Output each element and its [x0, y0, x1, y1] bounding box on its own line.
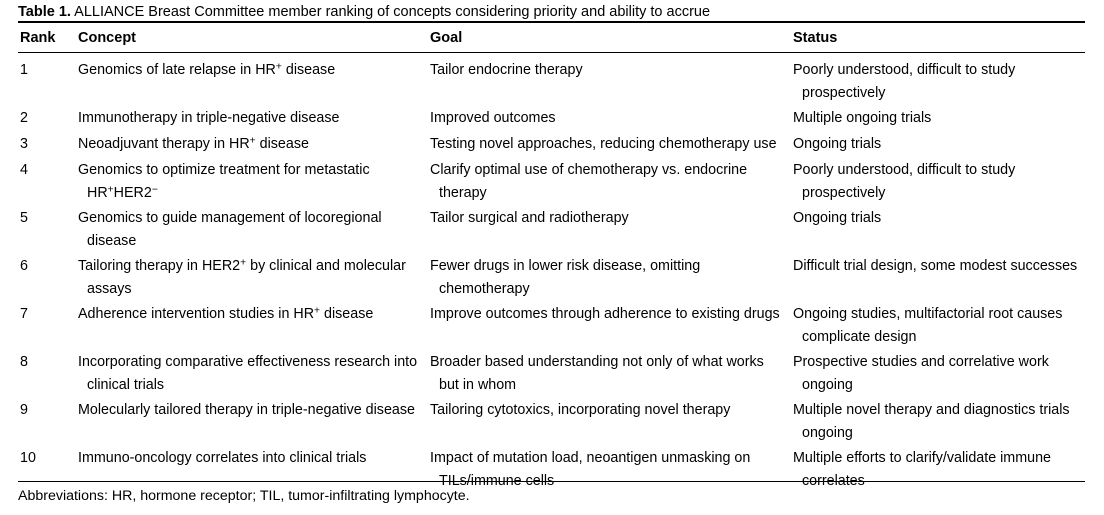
- cell-concept: Immunotherapy in triple-negative disease: [78, 110, 340, 126]
- column-header-concept: Concept: [78, 30, 136, 46]
- cell-status: Multiple novel therapy and diagnostics t…: [793, 402, 1070, 441]
- cell-status: Ongoing trials: [793, 210, 882, 226]
- table-row: 2 Immunotherapy in triple-negative diseas…: [0, 107, 1104, 132]
- cell-status: Prospective studies and correlative work…: [793, 354, 1049, 393]
- table-row: 7 Adherence intervention studies in HR+ d…: [0, 303, 1104, 350]
- cell-goal: Impact of mutation load, neoantigen unma…: [430, 450, 751, 489]
- cell-status: Ongoing studies, multifactorial root cau…: [793, 306, 1063, 345]
- table-row: 8 Incorporating comparative effectiveness…: [0, 351, 1104, 398]
- cell-concept: Genomics to guide management of locoregi…: [78, 210, 382, 249]
- table-footnote: Abbreviations: HR, hormone receptor; TIL…: [18, 488, 470, 504]
- cell-status: Poorly understood, difficult to study pr…: [793, 62, 1016, 101]
- table-caption-label: Table 1.: [18, 4, 71, 20]
- column-header-goal: Goal: [430, 30, 463, 46]
- table-row: 9 Molecularly tailored therapy in triple-…: [0, 399, 1104, 446]
- cell-rank: 2: [20, 110, 28, 126]
- cell-rank: 1: [20, 62, 28, 78]
- column-header-rank: Rank: [20, 30, 56, 46]
- cell-concept: Immuno-oncology correlates into clinical…: [78, 450, 367, 466]
- cell-concept: Genomics of late relapse in HR+ disease: [78, 61, 336, 78]
- cell-goal: Testing novel approaches, reducing chemo…: [430, 136, 777, 152]
- table-row: 6 Tailoring therapy in HER2+ by clinical …: [0, 255, 1104, 302]
- table-row: 10 Immuno-oncology correlates into clinic…: [0, 447, 1104, 494]
- cell-goal: Tailor surgical and radiotherapy: [430, 210, 629, 226]
- table-row: 1 Genomics of late relapse in HR+ disease…: [0, 59, 1104, 106]
- cell-status: Ongoing trials: [793, 136, 882, 152]
- rule-bottom: [18, 481, 1085, 483]
- cell-goal: Tailoring cytotoxics, incorporating nove…: [430, 402, 731, 418]
- cell-concept: Adherence intervention studies in HR+ di…: [78, 305, 374, 322]
- cell-rank: 8: [20, 354, 28, 370]
- cell-goal: Improve outcomes through adherence to ex…: [430, 306, 780, 322]
- cell-concept: Molecularly tailored therapy in triple-n…: [78, 402, 415, 418]
- cell-concept: Tailoring therapy in HER2+ by clinical a…: [78, 257, 406, 297]
- table-row: 5 Genomics to guide management of locoreg…: [0, 207, 1104, 254]
- cell-status: Multiple efforts to clarify/validate imm…: [793, 450, 1051, 489]
- cell-goal: Clarify optimal use of chemotherapy vs. …: [430, 162, 748, 201]
- cell-status: Multiple ongoing trials: [793, 110, 932, 126]
- rule-header: [18, 52, 1085, 54]
- table-header-row: Rank Concept Goal Status: [0, 30, 1104, 50]
- cell-status: Poorly understood, difficult to study pr…: [793, 162, 1016, 201]
- cell-goal: Fewer drugs in lower risk disease, omitt…: [430, 258, 701, 297]
- cell-concept: Neoadjuvant therapy in HR+ disease: [78, 135, 309, 152]
- rule-top: [18, 21, 1085, 24]
- cell-rank: 5: [20, 210, 28, 226]
- cell-rank: 6: [20, 258, 28, 274]
- cell-rank: 3: [20, 136, 28, 152]
- table-caption-text: ALLIANCE Breast Committee member ranking…: [74, 4, 711, 20]
- column-header-status: Status: [793, 30, 838, 46]
- table-caption: Table 1. ALLIANCE Breast Committee membe…: [18, 4, 1086, 21]
- table-row: 3 Neoadjuvant therapy in HR+ disease Testi…: [0, 133, 1104, 158]
- table-row: 4 Genomics to optimize treatment for meta…: [0, 159, 1104, 206]
- cell-rank: 9: [20, 402, 28, 418]
- cell-concept: Incorporating comparative effectiveness …: [78, 354, 418, 393]
- cell-goal: Tailor endocrine therapy: [430, 62, 583, 78]
- table-body: 1 Genomics of late relapse in HR+ disease…: [0, 59, 1104, 495]
- cell-status: Difficult trial design, some modest succ…: [793, 258, 1078, 274]
- cell-goal: Improved outcomes: [430, 110, 556, 126]
- cell-goal: Broader based understanding not only of …: [430, 354, 764, 393]
- cell-rank: 10: [20, 450, 36, 466]
- cell-rank: 4: [20, 162, 28, 178]
- cell-concept: Genomics to optimize treatment for metas…: [78, 162, 370, 201]
- cell-rank: 7: [20, 306, 28, 322]
